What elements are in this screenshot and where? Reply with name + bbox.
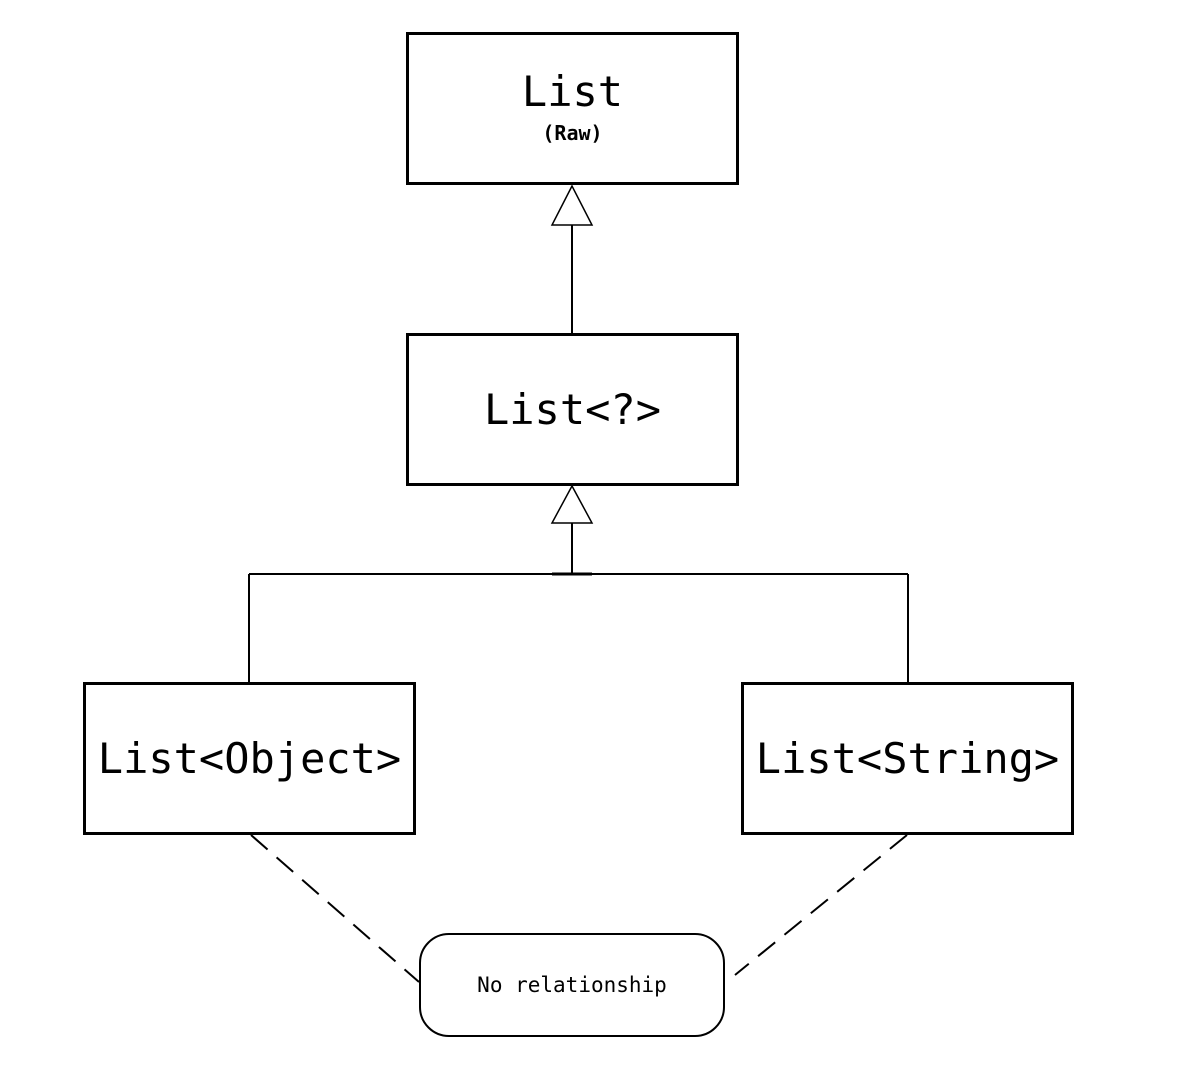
note-no-relationship: No relationship <box>419 933 725 1037</box>
inheritance-arrowhead-wildcard <box>550 484 594 524</box>
node-list-object: List<Object> <box>83 682 416 835</box>
dashed-edge-object-to-note <box>250 834 420 983</box>
node-list-raw: List (Raw) <box>406 32 739 185</box>
node-list-raw-sublabel: (Raw) <box>542 121 603 145</box>
node-list-object-label: List<Object> <box>97 733 402 783</box>
note-label: No relationship <box>477 973 667 997</box>
inheritance-arrowhead-raw <box>550 184 594 226</box>
node-list-string: List<String> <box>741 682 1074 835</box>
node-list-wildcard-label: List<?> <box>483 384 661 434</box>
node-list-string-label: List<String> <box>755 733 1060 783</box>
node-list-wildcard: List<?> <box>406 333 739 486</box>
dashed-edge-string-to-note <box>734 834 908 976</box>
node-list-raw-label: List <box>521 67 624 116</box>
